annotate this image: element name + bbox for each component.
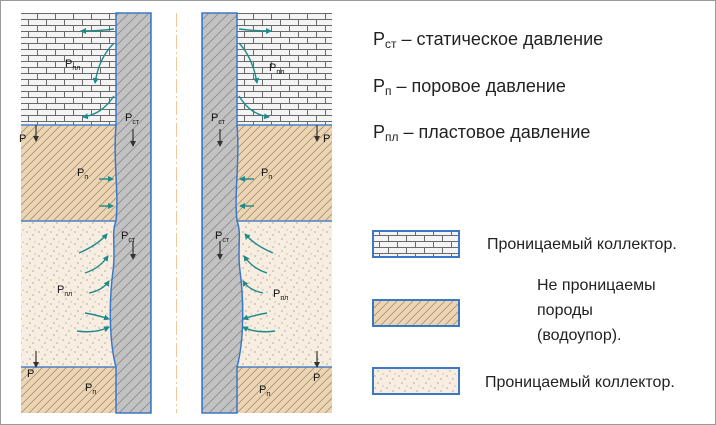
label-p-right-edge-2: P: [313, 372, 320, 384]
shale-bottom-right: [237, 367, 332, 413]
key-label-permeable-2: Проницаемый коллектор.: [485, 374, 675, 391]
label-p-pore-bottom-left: Pп: [85, 382, 96, 396]
label-p-pl-top-left: Pпл: [65, 58, 80, 72]
swatch-shale: [372, 299, 460, 327]
mud-column-left: [109, 12, 152, 414]
arrows-top: [80, 27, 272, 120]
pressure-labels: Pпл Pпл Pст Pст P P Pп Pп Pст Pст Pпл Pп…: [19, 58, 330, 398]
label-p-pl-top-right: Pпл: [269, 62, 284, 76]
label-p-right-edge-1: P: [323, 133, 330, 145]
arrows-shale: [99, 176, 254, 209]
sand-layer-right: [237, 221, 332, 367]
wellbore: [150, 13, 203, 413]
key-label-impermeable: Не проницаемы породы (водоупор).: [537, 277, 656, 344]
label-p-left-edge-1: P: [19, 133, 26, 145]
label-p-pore-right: Pп: [261, 167, 272, 181]
mud-column-right: [201, 12, 244, 414]
label-p-st-right-1: Pст: [211, 112, 226, 126]
shale-bottom-left: [21, 367, 116, 413]
label-p-pl-left: Pпл: [57, 284, 72, 298]
legend-pore-pressure: Pп – поровое давление: [373, 76, 566, 98]
label-p-pl-right: Pпл: [273, 288, 288, 302]
key-label-permeable-1: Проницаемый коллектор.: [487, 236, 677, 253]
legend-formation-pressure: Pпл – пластовое давление: [373, 122, 591, 144]
sand-layer-left: [21, 221, 116, 367]
brick-layer-left: [21, 13, 116, 125]
swatch-sand: [372, 367, 460, 395]
label-p-pore-bottom-right: Pп: [259, 384, 270, 398]
swatch-brick: [372, 230, 460, 258]
brick-layer-right: [237, 13, 332, 125]
label-p-pore-left: Pп: [77, 167, 88, 181]
label-p-left-edge-2: P: [27, 368, 34, 380]
layer-legend-swatches: [372, 230, 460, 395]
label-p-st-left-2: Pст: [121, 230, 136, 244]
legend-static-pressure: Pст – статическое давление: [373, 29, 604, 51]
arrows-sand: [76, 233, 276, 333]
right-formation: [237, 13, 332, 413]
left-formation: [21, 13, 116, 413]
label-p-st-right-2: Pст: [215, 230, 230, 244]
arrows-down: [33, 125, 320, 368]
label-p-st-left-1: Pст: [125, 112, 140, 126]
